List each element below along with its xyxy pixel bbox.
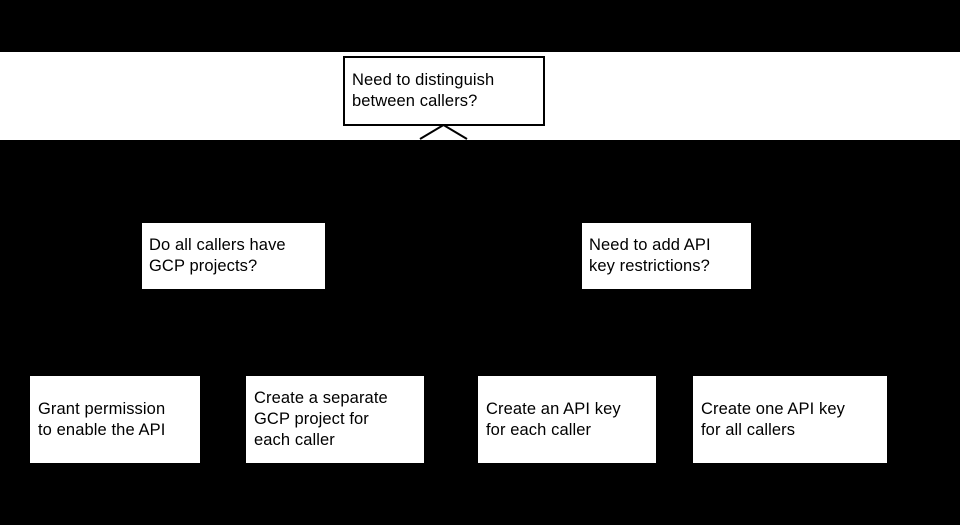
node-label: Do all callers have GCP projects?: [149, 236, 286, 275]
node-label: Need to distinguish between callers?: [352, 71, 495, 110]
node-label: Need to add API key restrictions?: [589, 236, 711, 275]
node-need-to-add-api-key-restrictions: Need to add API key restrictions?: [582, 223, 751, 289]
node-label: Create an API key for each caller: [486, 399, 621, 439]
branch-split-connector-icon: [419, 124, 468, 140]
node-grant-permission-to-enable-api: Grant permission to enable the API: [30, 376, 200, 463]
node-create-separate-gcp-project: Create a separate GCP project for each c…: [246, 376, 424, 463]
node-create-api-key-for-each-caller: Create an API key for each caller: [478, 376, 656, 463]
node-do-all-callers-have-gcp-projects: Do all callers have GCP projects?: [142, 223, 325, 289]
node-need-distinguish-between-callers: Need to distinguish between callers?: [343, 56, 545, 126]
node-label: Grant permission to enable the API: [38, 399, 166, 439]
node-create-one-api-key-for-all-callers: Create one API key for all callers: [693, 376, 887, 463]
node-label: Create a separate GCP project for each c…: [254, 389, 388, 449]
node-label: Create one API key for all callers: [701, 399, 845, 439]
